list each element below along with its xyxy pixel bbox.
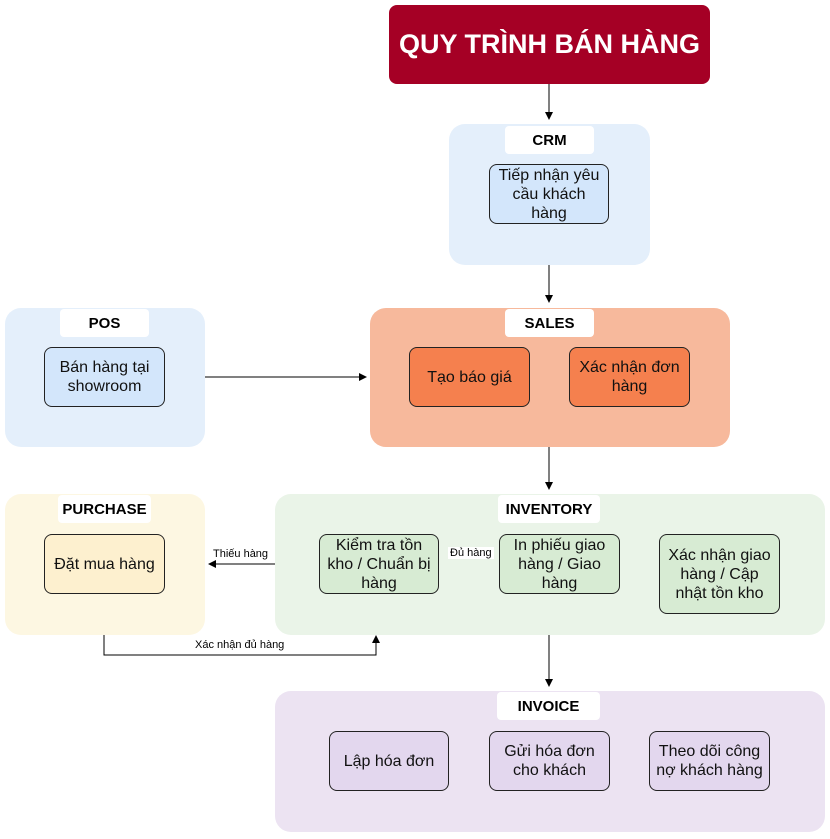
node-showroom-sale: Bán hàng tại showroom (44, 347, 165, 407)
node-track-debt: Theo dõi công nợ khách hàng (649, 731, 770, 791)
sales-label: SALES (505, 309, 594, 337)
node-place-purchase: Đặt mua hàng (44, 534, 165, 594)
node-create-invoice: Lập hóa đơn (329, 731, 449, 791)
crm-label: CRM (505, 126, 594, 154)
purchase-label: PURCHASE (58, 495, 151, 523)
node-create-quote: Tạo báo giá (409, 347, 530, 407)
invoice-label: INVOICE (497, 692, 600, 720)
node-receive-request: Tiếp nhận yêu cầu khách hàng (489, 164, 609, 224)
edge-label-shortage: Thiếu hàng (211, 548, 271, 560)
edge-label-sufficient: Đủ hàng (448, 547, 494, 559)
node-send-invoice: Gửi hóa đơn cho khách (489, 731, 610, 791)
node-confirm-order: Xác nhận đơn hàng (569, 347, 690, 407)
node-confirm-delivery: Xác nhận giao hàng / Cập nhật tồn kho (659, 534, 780, 614)
edge-label-confirmed-sufficient: Xác nhận đủ hàng (193, 639, 287, 651)
pos-label: POS (60, 309, 149, 337)
edge-purchase-to-inventory (103, 635, 380, 656)
node-print-delivery: In phiếu giao hàng / Giao hàng (499, 534, 620, 594)
inventory-label: INVENTORY (498, 495, 600, 523)
node-check-stock: Kiểm tra tồn kho / Chuẩn bị hàng (319, 534, 439, 594)
diagram-title: QUY TRÌNH BÁN HÀNG (389, 5, 710, 84)
